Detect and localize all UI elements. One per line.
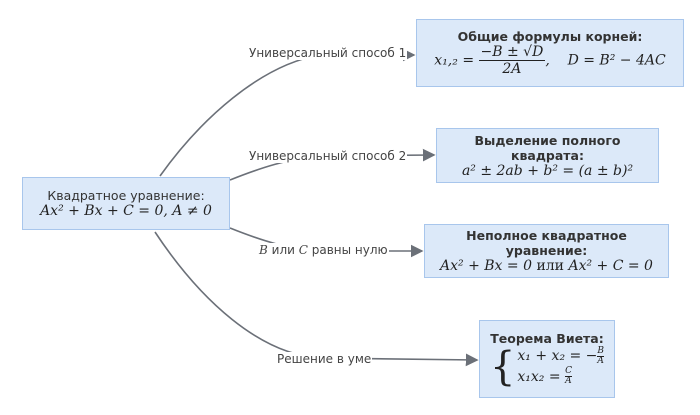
edge-label-3: B или C равны нулю xyxy=(258,243,389,257)
formula-lhs: x₁,₂ = xyxy=(434,52,475,69)
numerator: C xyxy=(565,366,572,377)
node-formula: a² ± 2ab + b² = (a ± b)² xyxy=(461,162,634,179)
node-formula: Ax² + Bx = 0 или Ax² + C = 0 xyxy=(440,258,653,274)
denominator: A xyxy=(597,355,604,366)
formula-b: Ax² + C = 0 xyxy=(568,258,653,274)
edge-label-4: Решение в уме xyxy=(276,352,373,366)
numerator: −B ± √D xyxy=(478,43,546,61)
node-complete-square[interactable]: Выделение полного квадрата: a² ± 2ab + b… xyxy=(436,128,659,183)
root-title: Квадратное уравнение: xyxy=(47,188,205,203)
edge-label-2: Универсальный способ 2 xyxy=(248,149,408,163)
node-incomplete[interactable]: Неполное квадратное уравнение: Ax² + Bx … xyxy=(424,224,669,278)
edge-label-3-suffix: равны нулю xyxy=(307,243,388,257)
formula-a: Ax² + Bx = 0 xyxy=(440,258,532,274)
root-node[interactable]: Квадратное уравнение: Ax² + Bx + C = 0, … xyxy=(22,177,230,230)
denominator: 2A xyxy=(502,61,522,77)
node-title: Общие формулы корней: xyxy=(457,28,643,44)
numerator: B xyxy=(597,345,605,357)
root-formula: Ax² + Bx + C = 0, A ≠ 0 xyxy=(40,203,212,219)
discriminant: , D = B² − 4AC xyxy=(545,52,666,69)
node-title: Неполное квадратное уравнение: xyxy=(466,228,627,258)
vieta-sum: x₁ + x₂ = − xyxy=(517,348,598,365)
edge-label-3-or: или xyxy=(267,243,299,257)
vieta-product: x₁x₂ = xyxy=(517,368,566,385)
edge-label-1: Универсальный способ 1 xyxy=(248,46,408,60)
edge-label-3-b: B xyxy=(259,243,268,257)
node-title: Выделение полного квадрата: xyxy=(474,132,621,163)
node-title: Теорема Виета: xyxy=(490,331,604,347)
denominator: A xyxy=(565,376,572,386)
or-word: или xyxy=(532,258,569,274)
edge-label-3-c: C xyxy=(298,243,308,257)
brace-icon: { xyxy=(489,343,516,390)
